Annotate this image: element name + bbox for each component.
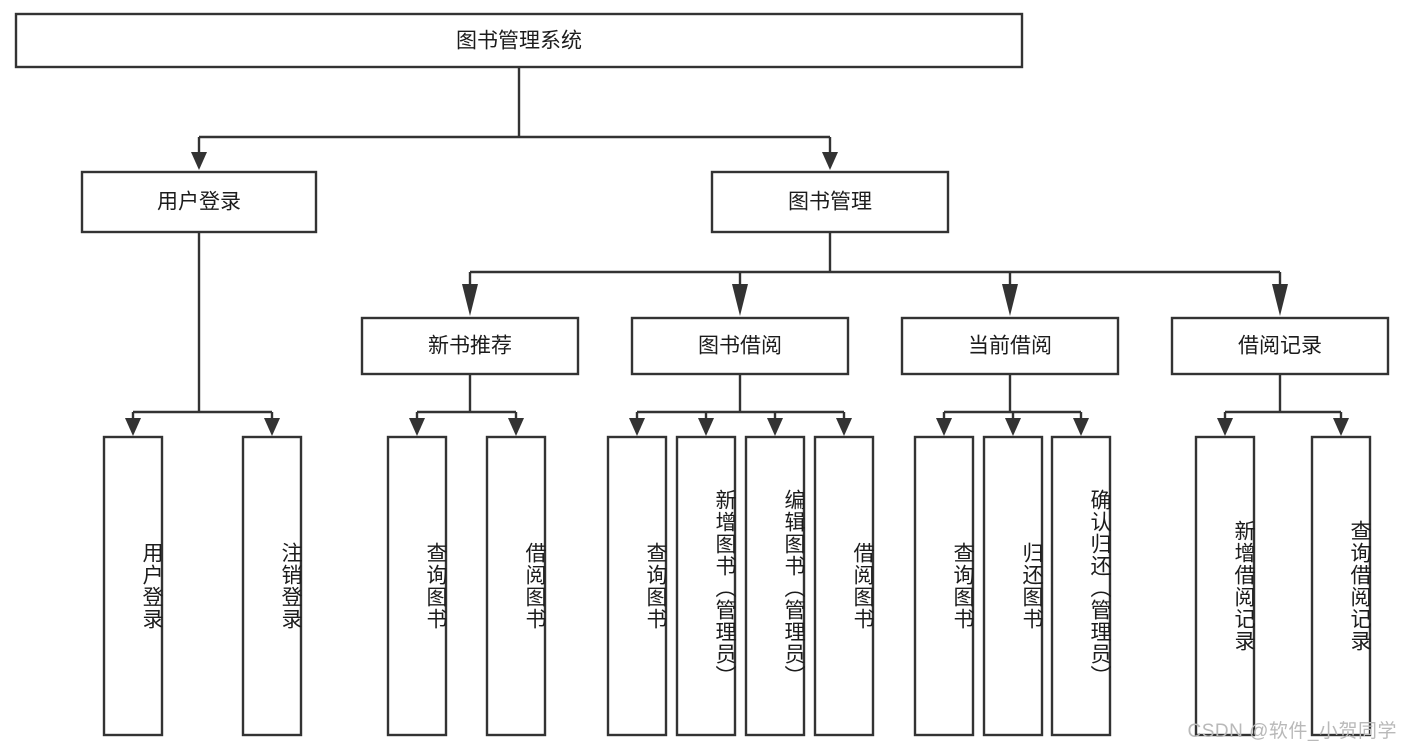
arrow-root-to-user-login [191,152,207,170]
node-box-book-borrow[interactable] [630,316,850,376]
node-label-borrow-record: 借阅记录 [1238,335,1322,358]
arrow-to-leaf-edit-book-admin [767,418,783,436]
arrow-to-leaf-confirm-return-admin [1073,418,1089,436]
arrow-to-leaf-query-book-current [936,418,952,436]
arrow-to-leaf-add-borrow-record [1217,418,1233,436]
arrow-to-leaf-add-book-admin [698,418,714,436]
arrow-to-leaf-logout-login [264,418,280,436]
node-box-book-manage[interactable] [710,170,950,234]
node-label-current-borrow: 当前借阅 [968,335,1052,358]
node-label-new-book-recommend: 新书推荐 [428,335,512,358]
node-label-user-login: 用户登录 [157,191,241,214]
node-box-leaf-borrow-book[interactable] [813,435,875,737]
arrow-to-leaf-user-login [125,418,141,436]
node-layer: 图书管理系统 用户登录 图书管理 新书推荐 图书借阅 当前借阅 借阅记录 [14,12,1390,737]
node-box-leaf-add-book-admin[interactable] [675,435,737,737]
arrow-to-leaf-query-book-borrow [629,418,645,436]
node-box-new-book-recommend[interactable] [360,316,580,376]
node-box-leaf-confirm-return-admin[interactable] [1050,435,1112,737]
node-label-root: 图书管理系统 [456,30,582,53]
node-box-leaf-edit-book-admin[interactable] [744,435,806,737]
connector-layer [125,67,1349,436]
csdn-watermark: CSDN @软件_小贺同学 [1187,721,1397,742]
node-box-root[interactable] [14,12,1024,69]
node-box-leaf-query-book-current[interactable] [913,435,975,737]
node-box-leaf-query-book-recommend[interactable] [386,435,448,737]
arrow-to-leaf-borrow-book-recommend [508,418,524,436]
arrow-to-book-borrow [732,284,748,316]
node-box-leaf-borrow-book-recommend[interactable] [485,435,547,737]
arrow-to-new-book-recommend [462,284,478,316]
node-box-leaf-user-login[interactable] [102,435,164,737]
arrow-to-leaf-query-book-recommend [409,418,425,436]
node-box-leaf-query-borrow-record[interactable] [1310,435,1372,737]
arrow-to-leaf-borrow-book [836,418,852,436]
arrow-root-to-book-manage [822,152,838,170]
node-label-book-borrow: 图书借阅 [698,335,782,358]
arrow-to-leaf-query-borrow-record [1333,418,1349,436]
node-box-leaf-logout-login[interactable] [241,435,303,737]
node-label-book-manage: 图书管理 [788,191,872,214]
node-box-current-borrow[interactable] [900,316,1120,376]
node-box-leaf-add-borrow-record[interactable] [1194,435,1256,737]
node-box-leaf-return-book[interactable] [982,435,1044,737]
arrow-to-current-borrow [1002,284,1018,316]
arrow-to-leaf-return-book [1005,418,1021,436]
arrow-to-borrow-record [1272,284,1288,316]
node-box-borrow-record[interactable] [1170,316,1390,376]
node-box-leaf-query-book-borrow[interactable] [606,435,668,737]
node-box-user-login[interactable] [80,170,318,234]
